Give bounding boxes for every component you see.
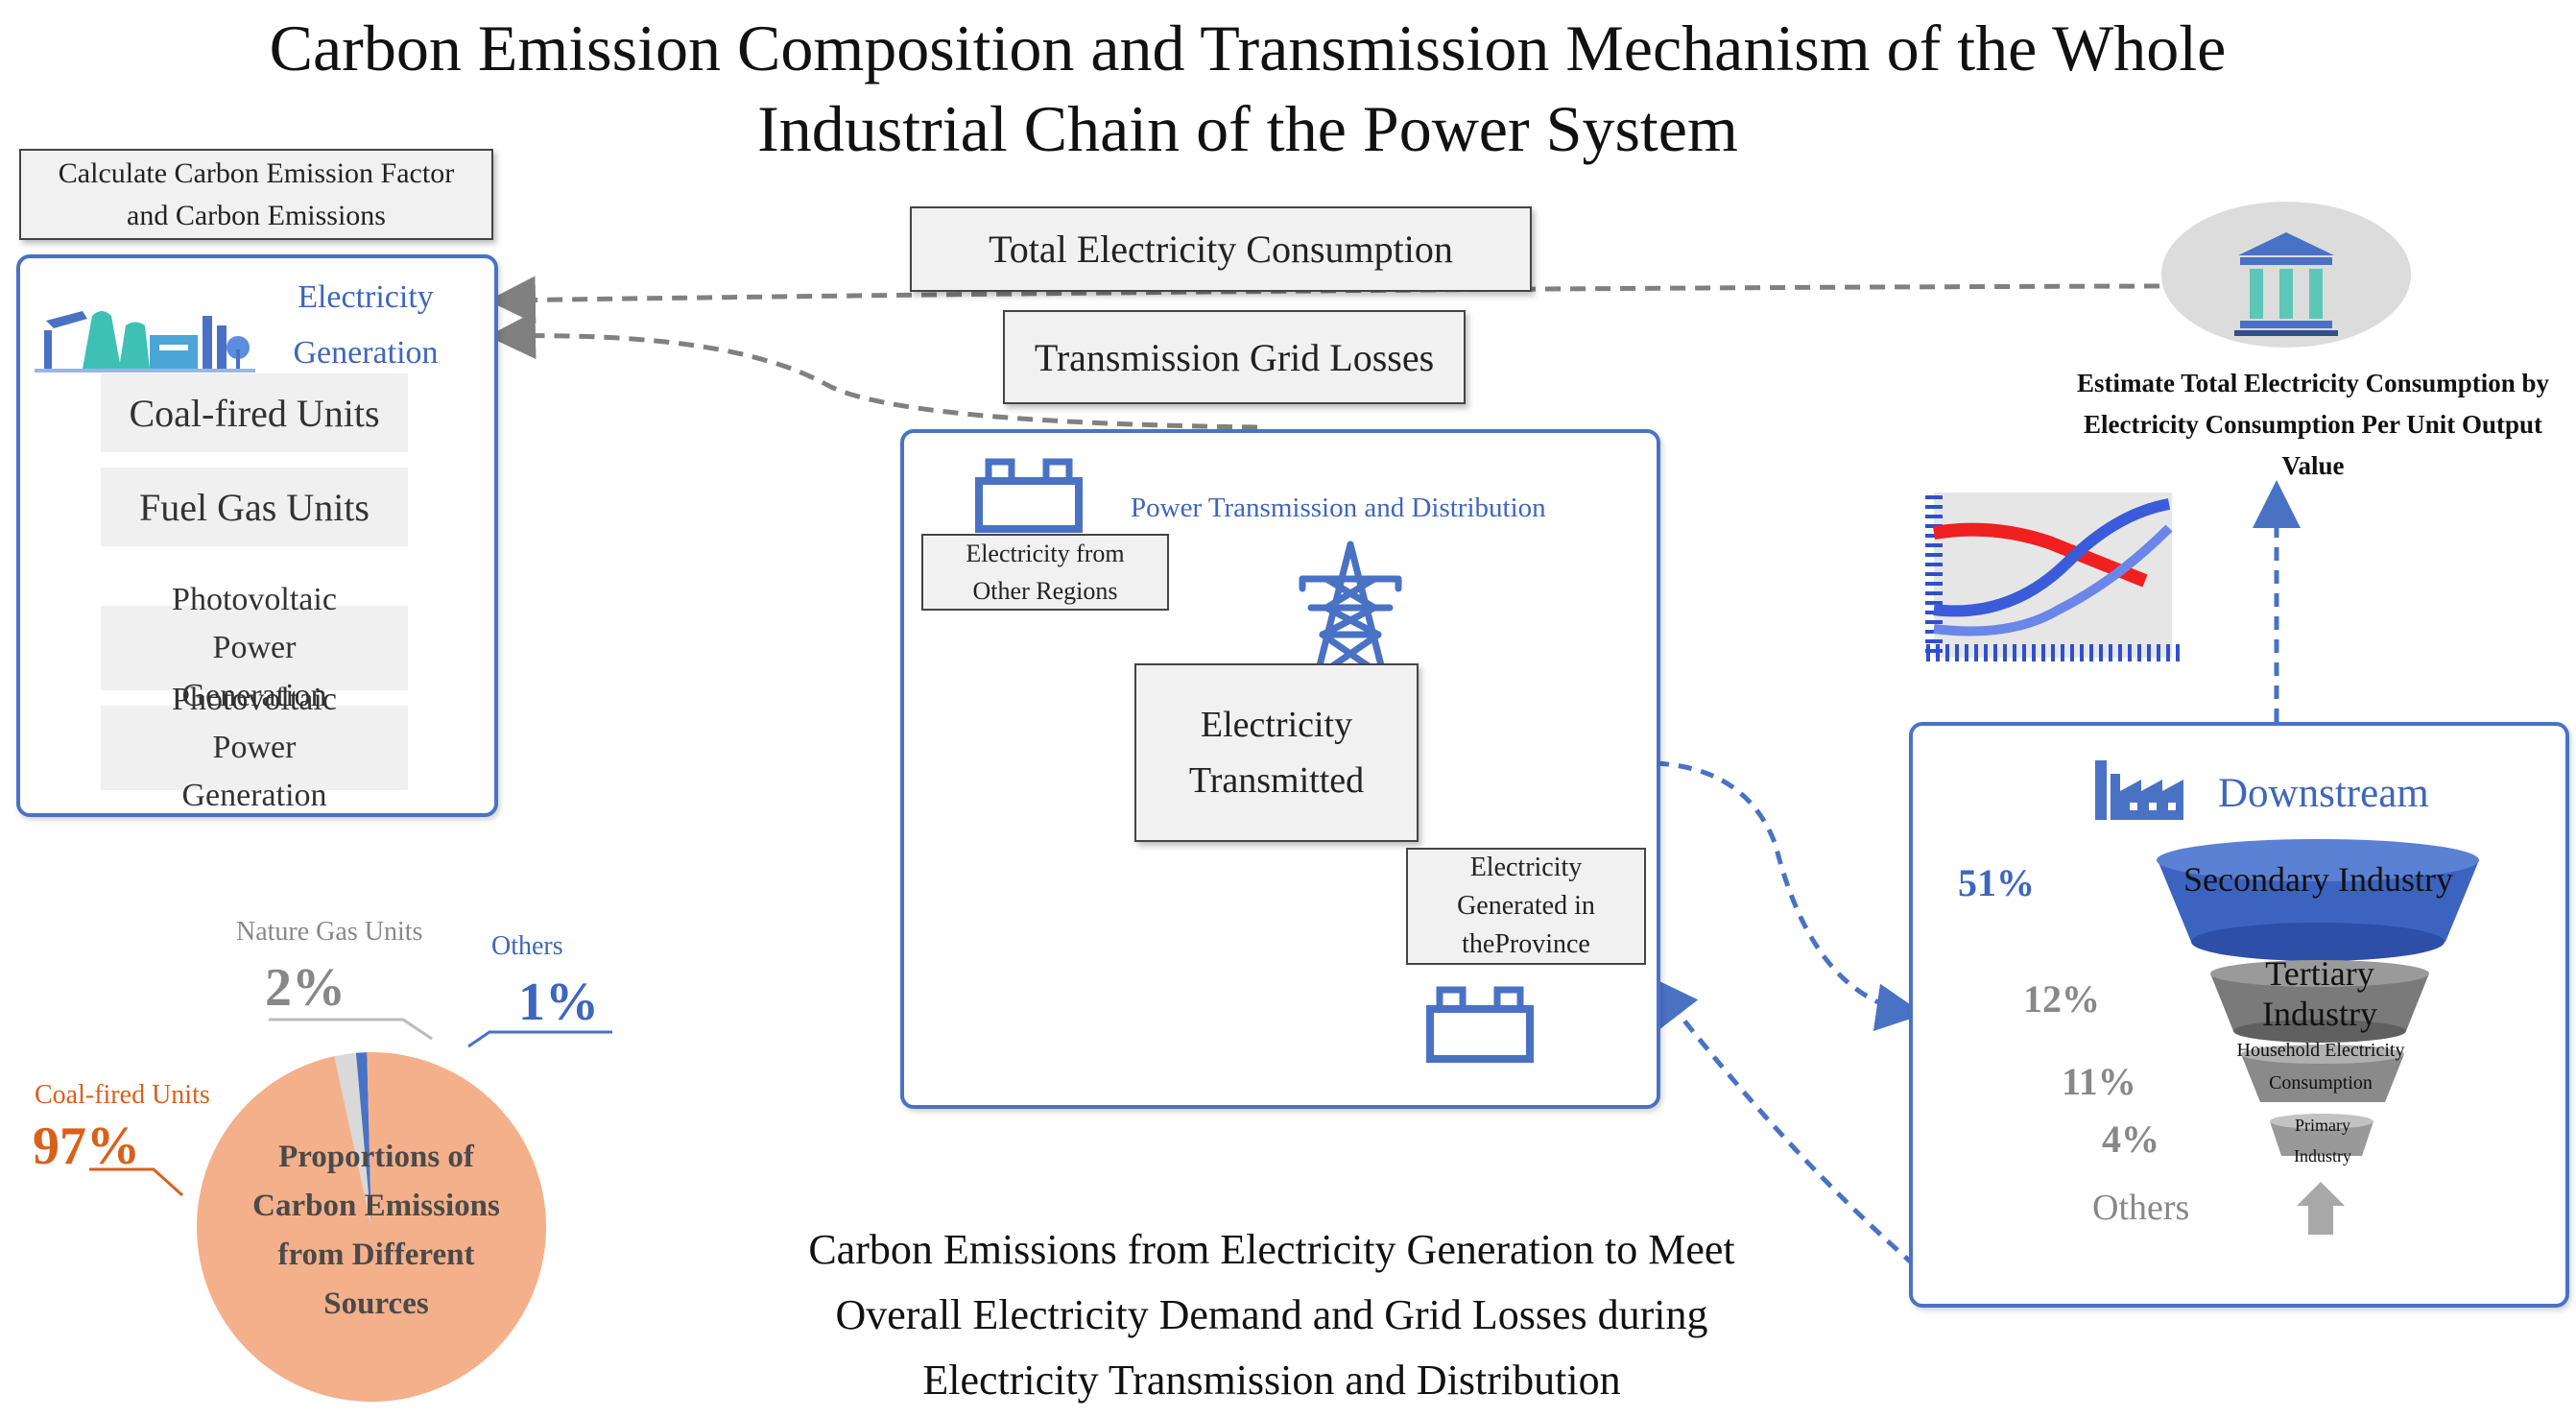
calc-emission-box: Calculate Carbon Emission Factor and Car… — [19, 149, 493, 240]
province-generated-box: Electricity Generated in theProvince — [1406, 848, 1646, 965]
title-line-2: Industrial Chain of the Power System — [757, 92, 1738, 165]
percent-tertiary: 12% — [2023, 977, 2100, 1021]
estimate-label: Estimate Total Electricity Consumption b… — [2076, 369, 2549, 480]
pie-slice-nature-gas-units — [334, 1052, 371, 1227]
unit-coal: Coal-fired Units — [101, 373, 408, 452]
others-label: Others — [2092, 1188, 2190, 1228]
transmitted-box: Electricity Transmitted — [1134, 663, 1419, 842]
arrow-transmission-to-downstream — [1655, 760, 1924, 1032]
transmission-panel: Power Transmission and Distribution Elec… — [900, 429, 1660, 1109]
transmission-tower-icon — [1299, 541, 1402, 681]
grid-losses-box: Transmission Grid Losses — [1003, 310, 1466, 404]
layer-household-consumption: Household Electricity Consumption — [2236, 1040, 2405, 1094]
generation-title-line-2: Generation — [293, 335, 439, 371]
arrow-losses-to-generation — [488, 311, 1258, 430]
pie-label-gas: Nature Gas Units — [236, 917, 423, 947]
funnel-chart — [2157, 839, 2479, 1235]
pie-label-coal: Coal-fired Units — [35, 1080, 210, 1110]
other-regions-box: Electricity from Other Regions — [921, 534, 1169, 611]
layer-secondary-industry: Secondary Industry — [2183, 860, 2453, 899]
percent-household: 11% — [2062, 1060, 2136, 1103]
pie-center-label: Proportions of Carbon Emissions from Dif… — [252, 1140, 500, 1321]
power-plant-icon — [35, 311, 255, 373]
pie-slice-coal-fired-units — [196, 1052, 546, 1402]
trend-chart-icon — [1925, 493, 2183, 661]
layer-primary-industry: Primary Industry — [2294, 1116, 2351, 1166]
institution-icon — [2161, 202, 2411, 348]
factory-icon — [2095, 760, 2183, 820]
pie-percent-gas: 2% — [265, 958, 346, 1018]
percent-secondary: 51% — [1958, 861, 2035, 904]
total-consumption-box: Total Electricity Consumption — [910, 206, 1532, 292]
pie-percent-coal: 97% — [33, 1117, 140, 1176]
unit-fuel-gas: Fuel Gas Units — [101, 468, 408, 546]
battery-icon-2 — [1426, 986, 1534, 1063]
layer-tertiary-industry: Tertiary Industry — [2262, 954, 2377, 1033]
generation-title-line-1: Electricity — [298, 279, 434, 315]
generation-title: Electricity Generation — [260, 270, 471, 381]
battery-icon — [975, 458, 1083, 533]
downstream-panel: Downstream Secondary Industry Tertiary I… — [1909, 722, 2569, 1308]
arrow-downstream-to-transmission — [1649, 976, 1917, 1267]
title-line-1: Carbon Emission Composition and Transmis… — [269, 12, 2227, 84]
transmission-title: Power Transmission and Distribution — [1131, 493, 1546, 523]
unit-photovoltaic-2: Photovoltaic Power Generation — [101, 682, 408, 813]
percent-primary: 4% — [2102, 1118, 2159, 1161]
generation-panel: Electricity Generation Coal-fired Units … — [16, 254, 498, 817]
pie-label-others: Others — [491, 931, 563, 961]
bottom-caption: Carbon Emissions from Electricity Genera… — [808, 1226, 1735, 1404]
emission-pie-chart — [196, 1052, 546, 1402]
pie-slice-others — [355, 1052, 371, 1227]
downstream-title: Downstream — [2218, 771, 2429, 816]
pie-percent-others: 1% — [518, 973, 599, 1032]
